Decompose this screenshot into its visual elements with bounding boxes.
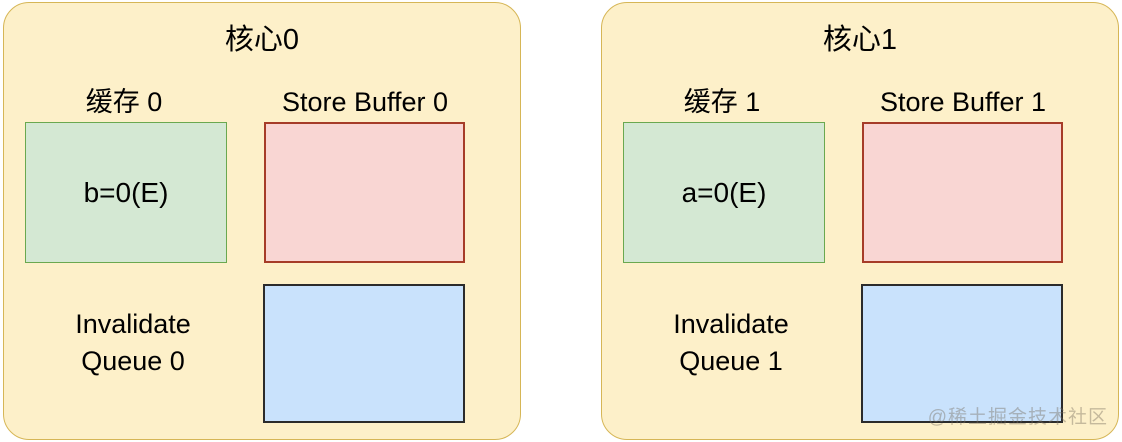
invalidate-queue-box-1	[861, 284, 1063, 423]
core-panel-1: 核心1 缓存 1 Store Buffer 1 a=0(E) Invalidat…	[601, 2, 1119, 440]
invalidate-queue-label-1: Invalidate Queue 1	[616, 306, 846, 380]
store-buffer-label-0: Store Buffer 0	[281, 87, 449, 117]
store-buffer-box-1	[862, 122, 1063, 263]
cache-label-0: 缓存 0	[85, 87, 163, 117]
store-buffer-value-0	[266, 124, 463, 261]
cache-box-0: b=0(E)	[25, 122, 227, 263]
cache-value-1: a=0(E)	[681, 176, 767, 208]
invalidate-queue-label-0: Invalidate Queue 0	[18, 306, 248, 380]
store-buffer-label-1: Store Buffer 1	[879, 87, 1047, 117]
cache-label-1: 缓存 1	[683, 87, 761, 117]
invalidate-queue-label-1-line1: Invalidate	[673, 309, 789, 339]
invalidate-queue-value-0	[265, 286, 463, 421]
invalidate-queue-label-1-line2: Queue 1	[679, 346, 783, 376]
invalidate-queue-value-1	[863, 286, 1061, 421]
cache-value-0: b=0(E)	[83, 176, 169, 208]
core-panel-0: 核心0 缓存 0 Store Buffer 0 b=0(E) Invalidat…	[3, 2, 521, 440]
cache-box-1: a=0(E)	[623, 122, 825, 263]
store-buffer-value-1	[864, 124, 1061, 261]
invalidate-queue-label-0-line2: Queue 0	[81, 346, 185, 376]
invalidate-queue-label-0-line1: Invalidate	[75, 309, 191, 339]
core-title-0: 核心0	[224, 24, 300, 56]
store-buffer-box-0	[264, 122, 465, 263]
core-title-1: 核心1	[822, 24, 898, 56]
invalidate-queue-box-0	[263, 284, 465, 423]
